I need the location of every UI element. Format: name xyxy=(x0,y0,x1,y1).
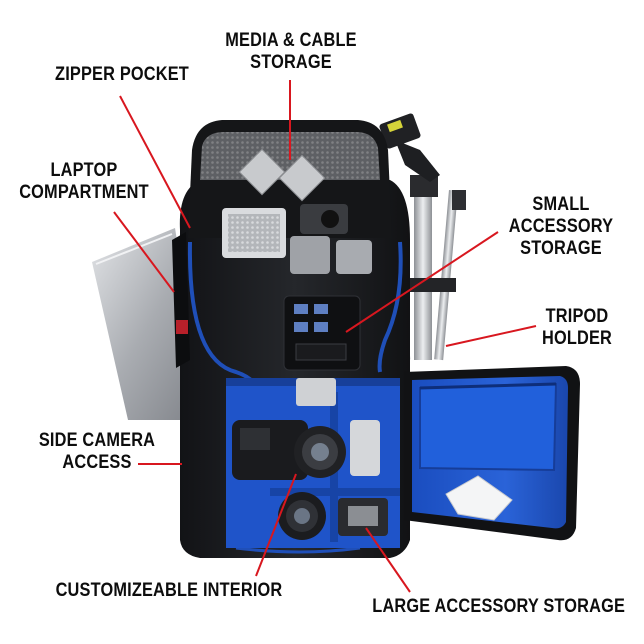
large-accessory-callout-line xyxy=(365,527,411,593)
open-front-flap xyxy=(404,366,580,541)
tripod-holder-label: TRIPOD HOLDER xyxy=(530,306,625,350)
side-camera-access-label: SIDE CAMERA ACCESS xyxy=(26,430,169,474)
laptop-callout-line xyxy=(113,211,175,293)
tripod-line1: TRIPOD xyxy=(545,306,609,327)
zipper-pocket-line1: ZIPPER POCKET xyxy=(55,64,189,85)
callout-lines xyxy=(113,80,537,593)
small-accessory-callout-line xyxy=(345,231,499,333)
large-accessory-storage-label: LARGE ACCESSORY STORAGE xyxy=(372,596,626,618)
tripod-line2: HOLDER xyxy=(541,328,613,349)
tripod-callout-line xyxy=(445,325,537,347)
side-camera-line2: ACCESS xyxy=(62,452,132,473)
media-cable-storage-label: MEDIA & CABLE STORAGE xyxy=(218,30,364,74)
customizeable-line1: CUSTOMIZEABLE INTERIOR xyxy=(55,580,283,601)
small-accessory-line3: STORAGE xyxy=(520,238,602,259)
media-cable-line2: STORAGE xyxy=(250,52,332,73)
zipper-pocket-callout-line xyxy=(119,95,191,229)
large-accessory-line1: LARGE ACCESSORY STORAGE xyxy=(372,596,626,617)
laptop-line1: LAPTOP xyxy=(50,160,118,181)
small-accessory-line1: SMALL xyxy=(532,194,590,215)
backpack xyxy=(172,120,410,558)
zipper-pocket-label: ZIPPER POCKET xyxy=(46,64,197,86)
media-cable-line1: MEDIA & CABLE xyxy=(225,30,357,51)
small-accessory-line2: ACCESSORY xyxy=(508,216,614,237)
small-accessory-storage-label: SMALL ACCESSORY STORAGE xyxy=(503,194,618,260)
side-camera-line1: SIDE CAMERA xyxy=(38,430,156,451)
media-cards xyxy=(238,148,326,202)
customizeable-interior-label: CUSTOMIZEABLE INTERIOR xyxy=(44,580,293,602)
laptop-line2: COMPARTMENT xyxy=(19,182,149,203)
customizeable-callout-line xyxy=(255,473,297,577)
laptop-compartment-label: LAPTOP COMPARTMENT xyxy=(15,160,153,204)
